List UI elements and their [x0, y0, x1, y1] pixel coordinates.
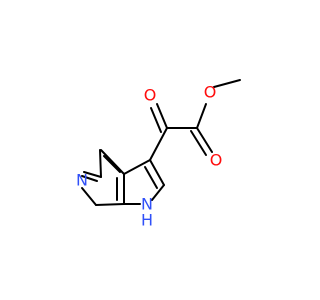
- bond-c3-keto-c: [149, 127, 168, 161]
- bond-c3a-c4: [100, 149, 125, 175]
- pyridine-nitrogen-label: N: [76, 171, 88, 190]
- ester-carbonyl-oxygen-label: O: [210, 151, 223, 170]
- bond-c4-c5-double: [103, 155, 121, 173]
- bond-c3-c2-inner: [144, 166, 158, 189]
- bond-c2-n-pyridine-double: [81, 175, 98, 182]
- bond-ester-c-o: [196, 103, 207, 129]
- carbonyl-oxygen-label: O: [144, 86, 157, 105]
- bond-n-pyridine-c6: [81, 187, 97, 206]
- bond-c3a-c3: [123, 159, 151, 175]
- bond-c2-n-pyrrole: [151, 184, 165, 201]
- bond-c2-n-pyridine: [83, 171, 102, 178]
- pyrrole-hydrogen-label: H: [141, 211, 153, 230]
- bond-c1-c2: [99, 149, 102, 178]
- pyrrole-nitrogen-label: N: [141, 195, 153, 214]
- bond-ester-c-o-double-2: [190, 130, 207, 156]
- ester-oxygen-label: O: [204, 83, 217, 102]
- bond-c3-c2-double: [149, 159, 165, 186]
- bond-ester-o-methyl: [213, 79, 241, 88]
- bond-ester-c-o-double: [196, 127, 213, 153]
- bond-keto-c-o: [156, 103, 168, 129]
- molecule-structure: O O O N N H: [76, 79, 241, 230]
- bond-keto-c-o-double: [150, 107, 162, 133]
- bond-c6-c7a: [95, 203, 125, 206]
